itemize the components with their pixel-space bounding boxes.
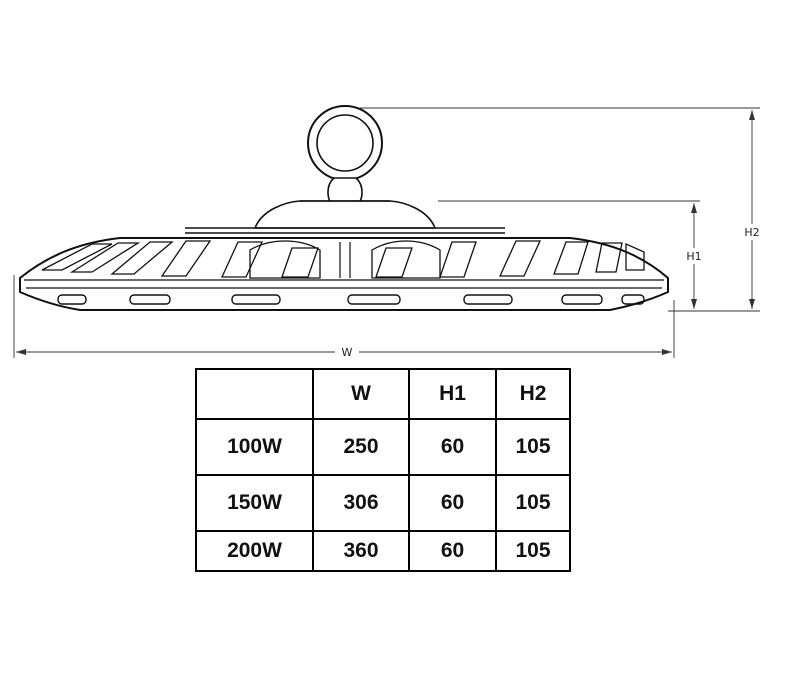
table-row: 200W 360 60 105 [195,530,571,572]
table-row: 100W 250 60 105 [195,418,571,476]
h2-cell: 105 [495,474,571,532]
width-cell: 306 [312,474,410,532]
wattage-cell: 200W [195,530,314,572]
header-cell-empty [195,368,314,420]
lamp-housing [19,237,669,311]
width-cell: 360 [312,530,410,572]
dimension-spec-table: W H1 H2 100W 250 60 105 150W 306 60 105 … [195,368,571,572]
led-slots [57,294,645,305]
h1-cell: 60 [408,474,497,532]
h1-dimension-label: H1 [686,250,701,263]
cooling-fins [41,240,645,278]
width-cell: 250 [312,418,410,476]
header-cell-h1: H1 [408,368,497,420]
wattage-cell: 150W [195,474,314,532]
h2-dimension-label: H2 [744,226,759,239]
width-dimension-label: W [342,346,353,359]
high-bay-lamp [19,105,669,311]
h2-cell: 105 [495,530,571,572]
table-header-row: W H1 H2 [195,368,571,420]
h2-cell: 105 [495,418,571,476]
dimension-lines [13,107,760,358]
h1-cell: 60 [408,418,497,476]
wattage-cell: 100W [195,418,314,476]
hanging-ring [307,105,383,181]
header-cell-h2: H2 [495,368,571,420]
header-cell-w: W [312,368,410,420]
lamp-dome [253,200,437,229]
table-row: 150W 306 60 105 [195,474,571,532]
h1-cell: 60 [408,530,497,572]
